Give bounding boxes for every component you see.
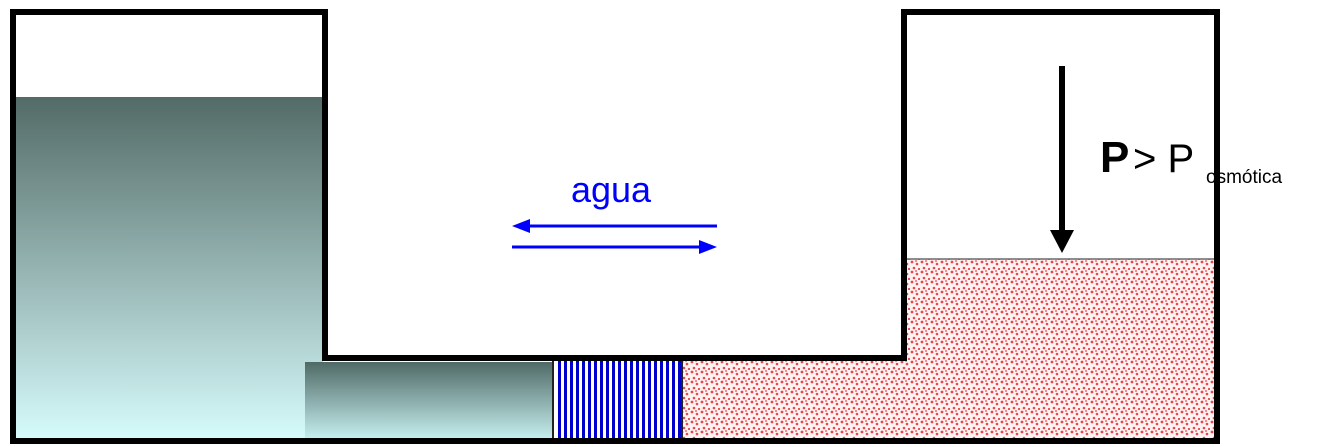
arrow-down-icon	[1050, 66, 1074, 253]
semipermeable-membrane	[555, 360, 681, 441]
right-solution-column	[905, 259, 1215, 441]
left-water-column	[13, 97, 323, 441]
pressure-relation: > P	[1133, 137, 1194, 181]
pressure-subscript: osmótica	[1206, 167, 1282, 188]
flow-label: agua	[571, 169, 652, 210]
channel-solution	[683, 360, 905, 441]
vessel-outline	[10, 9, 1220, 444]
pressure-symbol: P	[1100, 133, 1129, 182]
arrow-right-icon	[512, 240, 717, 254]
arrow-left-icon	[512, 219, 717, 233]
channel-water	[305, 362, 553, 441]
